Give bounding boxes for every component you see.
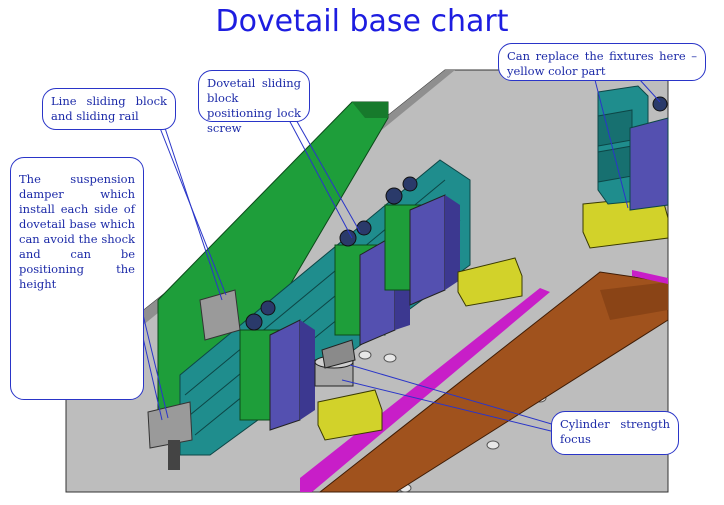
callout-suspension-damper-text: The suspension damper which install each… <box>19 172 135 291</box>
callout-line-sliding-text: Line sliding block and sliding rail <box>51 94 167 123</box>
lock-screws <box>245 96 668 331</box>
callout-line-sliding: Line sliding block and sliding rail <box>42 88 176 130</box>
green-back-plate-side <box>352 102 388 118</box>
callout-replace-fixtures-text: Can replace the fixtures here – yellow c… <box>507 49 697 78</box>
magenta-rail-right <box>632 270 668 284</box>
bracket-front <box>239 319 315 431</box>
left-damper-post <box>168 440 180 470</box>
teal-fixture-plates <box>597 85 669 211</box>
callout-cylinder: Cylinder strength focus <box>551 411 679 455</box>
callout-cylinder-text: Cylinder strength focus <box>560 417 670 446</box>
cylinder <box>314 339 356 387</box>
callout-replace-fixtures: Can replace the fixtures here – yellow c… <box>498 43 706 81</box>
bracket-back <box>384 194 460 306</box>
diagram-title: Dovetail base chart <box>215 4 509 39</box>
left-damper-block <box>147 401 193 449</box>
magenta-rail-front <box>300 288 550 492</box>
callout-lock-screw: Dovetail sliding block positioning lock … <box>198 70 310 135</box>
callout-suspension-damper: The suspension damper which install each… <box>10 157 144 400</box>
callout-lock-screw-text: Dovetail sliding block positioning lock … <box>207 76 301 135</box>
yellow-fixtures <box>317 195 669 441</box>
wood-board-right <box>600 282 668 320</box>
